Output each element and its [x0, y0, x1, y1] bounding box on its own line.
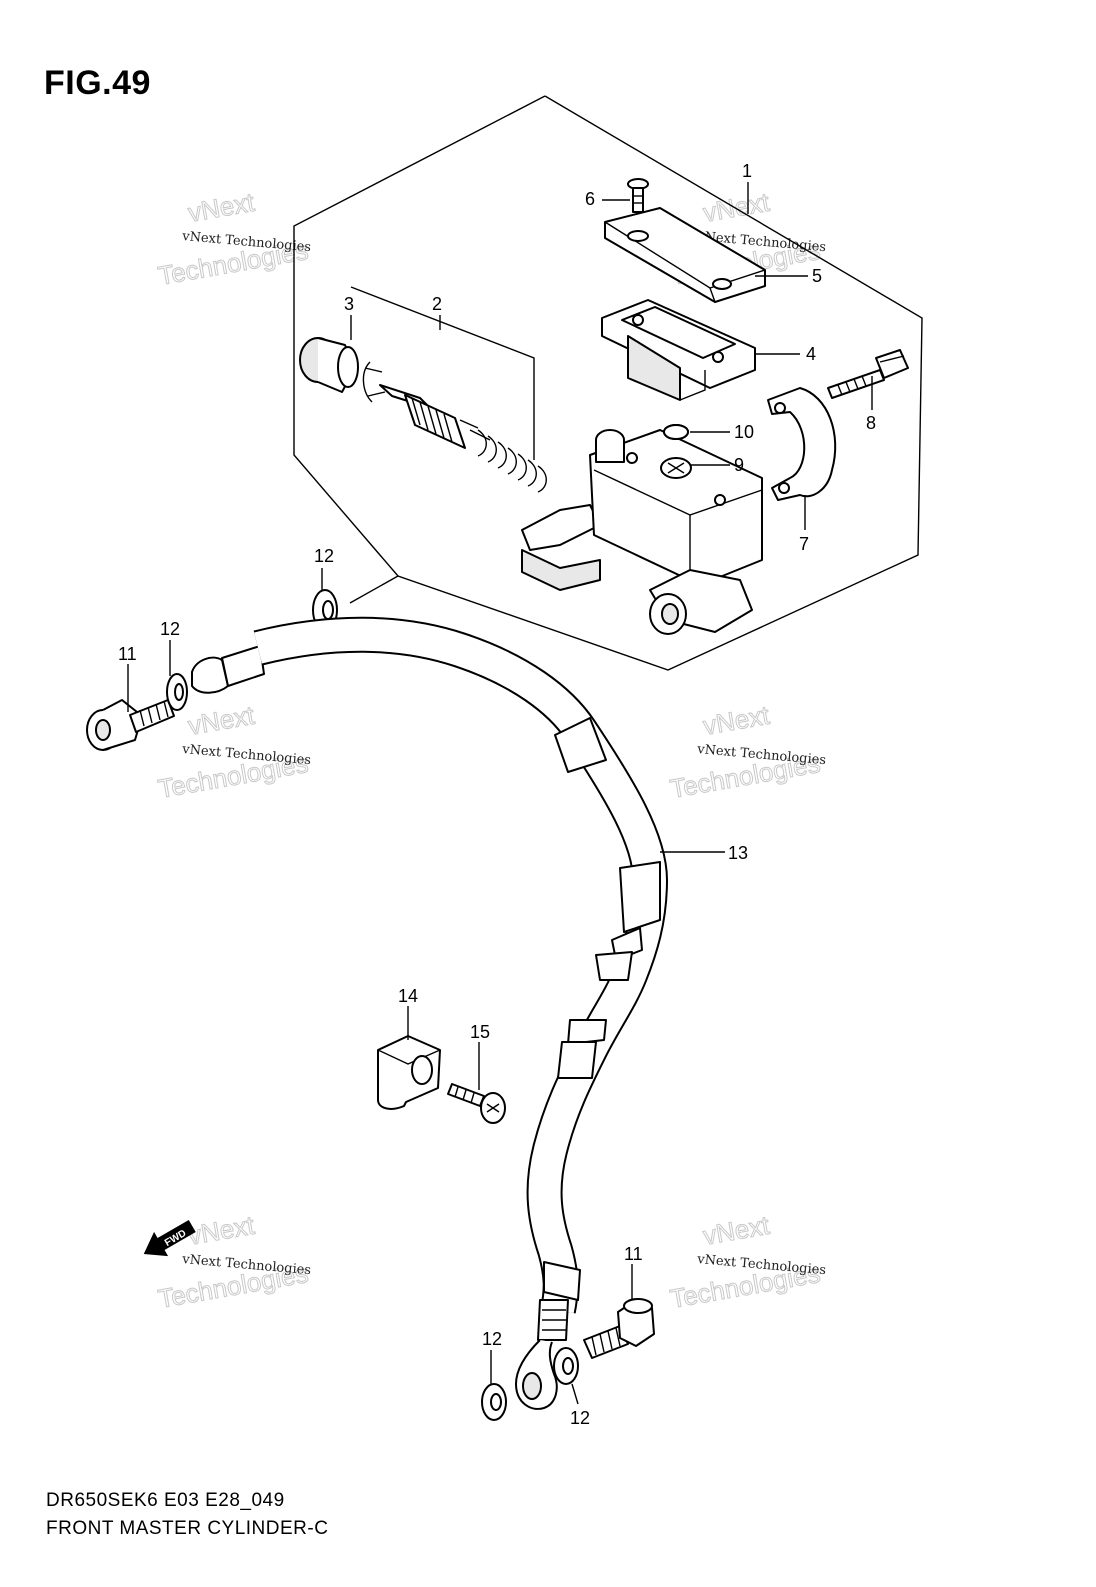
callout-12-left: 12 [160, 619, 180, 639]
boot-part-3 [299, 337, 359, 393]
figure-caption: FRONT MASTER CYLINDER-C [46, 1518, 329, 1539]
assembly-outline-inner [349, 575, 399, 604]
watermark-big-1: vNext [186, 187, 257, 228]
callout-7: 7 [799, 534, 809, 554]
screw-part-15 [447, 1083, 506, 1124]
callout-1: 1 [742, 161, 752, 181]
watermark-1: vNext Technologies vNext Technologies [155, 186, 311, 291]
washer-part-10 [663, 424, 689, 440]
figure-title: FIG.49 [44, 64, 151, 102]
screw-part-6 [627, 178, 649, 213]
watermark-big-1: vNext [701, 700, 772, 741]
master-cylinder-body [521, 424, 763, 635]
callout-11-lower: 11 [624, 1244, 643, 1264]
watermark-5: vNext Technologies vNext Technologies [155, 1209, 311, 1314]
watermark-big-1: vNext [701, 187, 772, 228]
callout-4: 4 [806, 344, 816, 364]
banjo-bolt-part-11-lower [583, 1298, 655, 1359]
watermark-big-1: vNext [186, 1210, 257, 1251]
watermark-3: vNext Technologies vNext Technologies [155, 699, 311, 804]
diaphragm-part-4 [601, 299, 756, 401]
reservoir-cap-part-5 [604, 207, 766, 303]
assembly-outline [293, 95, 923, 671]
callout-12-lower-right: 12 [570, 1408, 590, 1428]
clamp-holder-part-7 [767, 387, 837, 501]
watermark-4: vNext Technologies vNext Technologies [667, 699, 826, 804]
callout-5: 5 [812, 266, 822, 286]
piston-bracket [350, 286, 535, 460]
hose-clamp-part-14 [377, 1035, 441, 1110]
callout-11-upper: 11 [118, 644, 137, 664]
watermark-big-1: vNext [186, 700, 257, 741]
watermark-big-1: vNext [701, 1210, 772, 1251]
brake-hose-part-13 [191, 616, 669, 1410]
callout-9: 9 [734, 455, 744, 475]
forward-label: FWD [163, 1228, 188, 1249]
watermark-6: vNext Technologies vNext Technologies [667, 1209, 826, 1314]
callout-6: 6 [585, 189, 595, 209]
banjo-bolt-part-11-upper [86, 699, 175, 751]
washer-part-12-lower-right [553, 1347, 579, 1385]
callout-8: 8 [866, 413, 876, 433]
piston-assembly-part-2 [362, 361, 547, 493]
callout-13: 13 [728, 843, 748, 863]
bolt-part-8 [827, 349, 909, 399]
callout-15: 15 [470, 1022, 490, 1042]
callout-labels: 1 2 3 4 5 6 7 8 9 10 11 11 12 12 12 12 1… [118, 161, 876, 1428]
callout-10: 10 [734, 422, 754, 442]
model-code: DR650SEK6 E03 E28_049 [46, 1490, 285, 1511]
leader-lines [127, 182, 873, 1405]
callout-14: 14 [398, 986, 418, 1006]
callout-12-lower-left: 12 [482, 1329, 502, 1349]
washer-part-12-left [166, 673, 188, 711]
washer-part-12-lower-left [481, 1383, 507, 1421]
callout-2: 2 [432, 294, 442, 314]
callout-3: 3 [344, 294, 354, 314]
callout-12-upper: 12 [314, 546, 334, 566]
